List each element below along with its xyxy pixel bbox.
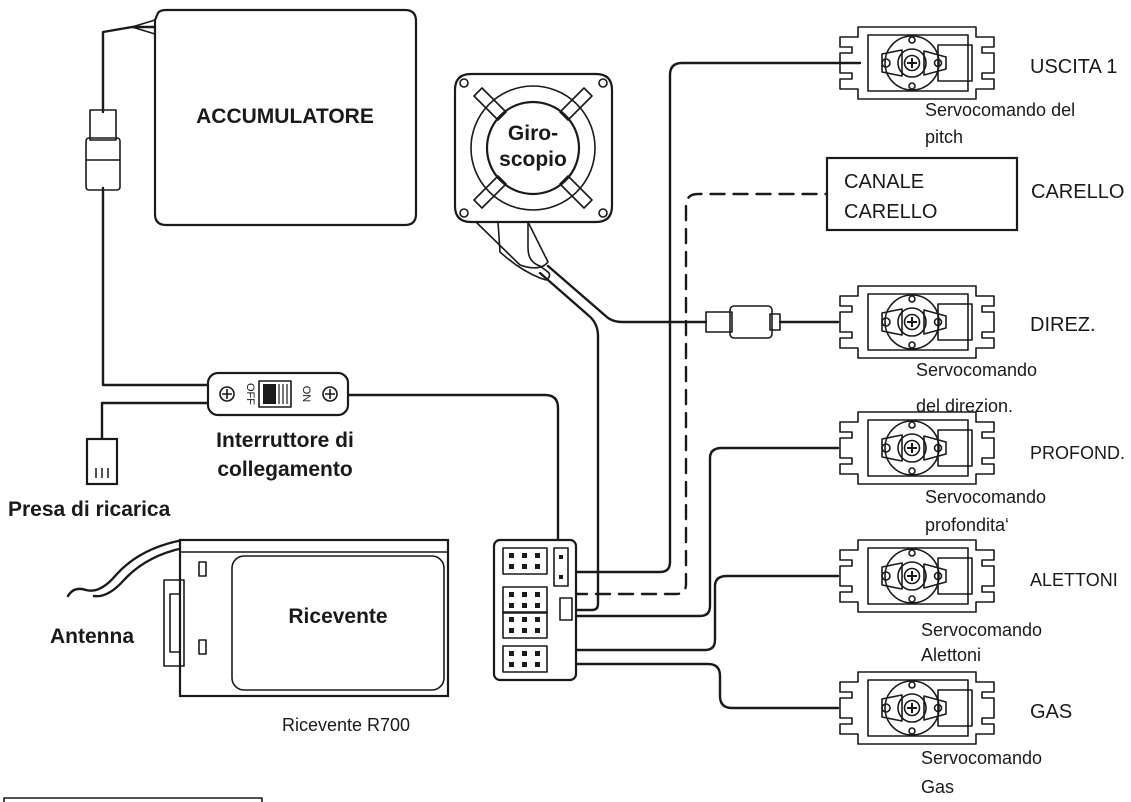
aileron-wire	[548, 574, 840, 652]
pitch-wire	[548, 61, 862, 574]
charge-socket	[85, 437, 119, 486]
gyro-label-line2: scopio	[499, 148, 567, 171]
battery-pack: ACCUMULATORE	[131, 8, 418, 227]
gyro-to-receiver-wire	[538, 271, 600, 612]
charge-socket-label: Presa di ricarica	[8, 498, 171, 521]
page-frame-fragment	[3, 797, 263, 802]
switch-harness: OFF ON	[206, 371, 350, 417]
landing-gear-box-line2: CARELLO	[844, 201, 937, 223]
switch-slider[interactable]	[258, 380, 292, 408]
elevator-wire	[548, 446, 840, 618]
landing-gear-box-line1: CANALE	[844, 171, 924, 193]
receiver-caption: Ricevente R700	[282, 715, 410, 735]
throttle-wire	[548, 662, 840, 710]
servo-elevator-output-label: PROFOND.	[1030, 443, 1125, 463]
servo-pitch-desc-line1: Servocomando del	[925, 100, 1075, 120]
servo-throttle-output-label: GAS	[1030, 701, 1072, 723]
screw-icon	[322, 386, 338, 402]
screw-icon	[219, 386, 235, 402]
battery-connector	[85, 109, 121, 191]
landing-gear-side-label: CARELLO	[1031, 181, 1124, 203]
servo-elevator-desc-line2: profondita‘	[925, 515, 1009, 535]
servo-aileron-output-label: ALETTONI	[1030, 570, 1118, 590]
servo-rudder-desc-line1: Servocomando	[916, 360, 1037, 380]
gyro-to-rudder-wire	[546, 264, 708, 324]
servo-rudder	[839, 285, 995, 359]
servo-pitch	[839, 26, 995, 100]
wires	[100, 25, 862, 710]
servo-aileron-desc-line1: Servocomando	[921, 620, 1042, 640]
servo-throttle	[839, 671, 995, 745]
servo-aileron	[839, 539, 995, 613]
servo-aileron-desc-line2: Alettoni	[921, 645, 981, 665]
servo-rudder-output-label: DIREZ.	[1030, 314, 1096, 336]
switch-off-label: OFF	[244, 383, 256, 405]
antenna-label: Antenna	[50, 625, 134, 648]
battery-label: ACCUMULATORE	[196, 105, 374, 128]
charge-socket-wire	[100, 401, 216, 442]
gyro-label-line1: Giro-	[508, 122, 558, 145]
battery-lead-wire-lower	[101, 186, 216, 387]
servo-pitch-desc-line2: pitch	[925, 127, 963, 147]
receiver: Ricevente	[66, 538, 450, 698]
antenna-wire-2	[92, 546, 185, 598]
battery-lead-wire	[101, 25, 157, 114]
servo-rudder-desc-line2: del direzion.	[916, 396, 1013, 416]
switch-to-receiver-wire	[346, 393, 560, 550]
servo-pitch-output-label: USCITA 1	[1030, 56, 1117, 78]
servo-throttle-desc-line2: Gas	[921, 777, 954, 797]
switch-on-label: ON	[300, 386, 312, 403]
servo-elevator-desc-line1: Servocomando	[925, 487, 1046, 507]
antenna-wire	[66, 538, 185, 598]
receiver-label: Ricevente	[288, 605, 387, 628]
rudder-connector	[705, 305, 781, 339]
switch-label-line1: Interruttore di	[216, 429, 354, 452]
servo-throttle-desc-line1: Servocomando	[921, 748, 1042, 768]
switch-label-line2: collegamento	[217, 458, 352, 481]
landing-gear-channel-box	[825, 156, 1019, 232]
receiver-connector-block	[492, 538, 578, 682]
servo-elevator	[839, 411, 995, 485]
landing-gear-wire	[548, 192, 829, 596]
gyroscope: Giro- scopio	[453, 72, 614, 281]
